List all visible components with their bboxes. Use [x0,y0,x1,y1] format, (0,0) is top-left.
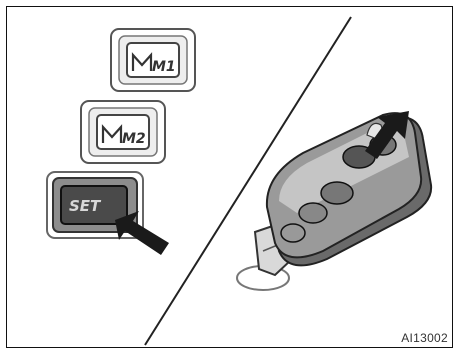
smart-key-icon [237,113,431,290]
m1-memory-button-icon: M1 [111,29,195,91]
m2-memory-button-icon: M2 [81,101,165,163]
set-button-label: SET [69,197,102,215]
illustration-canvas: M1 M2 SET [7,7,454,349]
m1-button-label: M1 [152,59,176,75]
figure-code: AI13002 [401,331,448,345]
m2-button-label: M2 [122,131,146,147]
illustration-frame: M1 M2 SET [6,6,453,348]
